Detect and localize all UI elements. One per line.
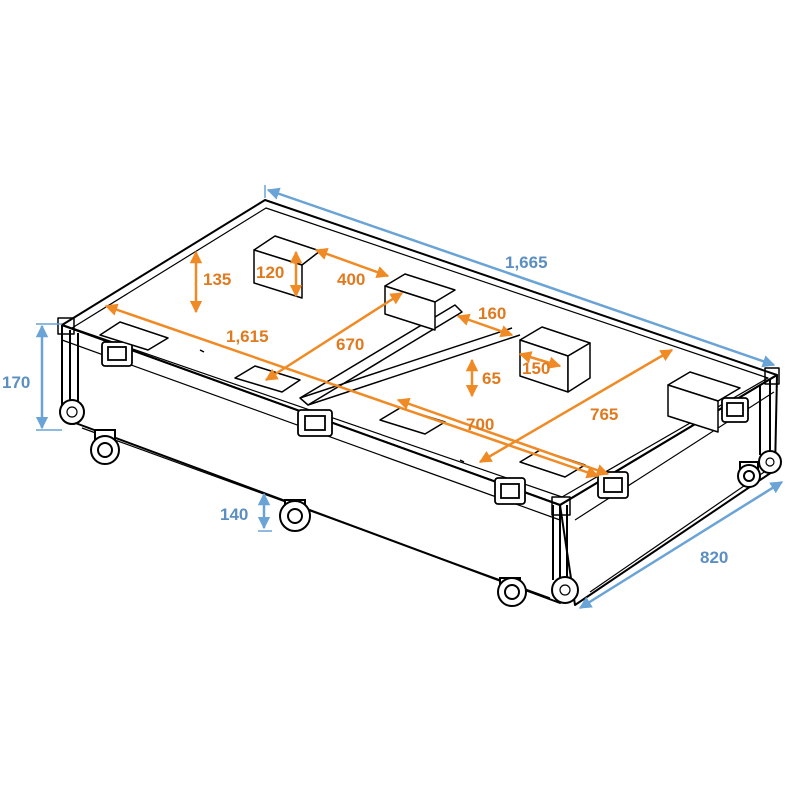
- label-left-depth: 670: [336, 335, 364, 354]
- outer-dimension-lines: [35, 185, 784, 610]
- dimension-line-right-length: [396, 397, 610, 477]
- dimension-line-inner-length: [104, 303, 600, 479]
- label-left-block-small-height: 120: [256, 263, 284, 282]
- ball-corner-back-right: [758, 450, 782, 474]
- latch: [721, 397, 749, 423]
- dimension-line-right-block-depth: [518, 351, 562, 369]
- dimension-line-width: [578, 480, 784, 610]
- label-left-block-height: 135: [203, 270, 231, 289]
- latch: [101, 341, 133, 367]
- label-right-depth: 765: [590, 405, 618, 424]
- label-left-block-width: 400: [337, 270, 365, 289]
- caster-wheel: [279, 499, 311, 532]
- latch: [494, 477, 526, 505]
- caster-wheel: [90, 429, 120, 465]
- dimension-line-right-block-width: [456, 313, 514, 338]
- label-inner-length: 1,615: [226, 327, 269, 346]
- label-length: 1,665: [505, 253, 548, 272]
- dimension-line-left-depth: [264, 291, 404, 382]
- caster-wheel: [737, 461, 761, 488]
- inner-dimension-lines: [104, 247, 674, 479]
- dimension-line-length: [266, 187, 776, 368]
- label-height: 170: [2, 373, 30, 392]
- caster-wheel: [497, 577, 527, 607]
- ball-corners: [59, 399, 782, 604]
- label-right-block-height: 65: [482, 369, 501, 388]
- inner-dimension-labels: 1,615 670 765 700 135 120 400 160 150 65: [203, 263, 618, 434]
- label-right-block-width: 160: [478, 304, 506, 323]
- label-clearance: 140: [220, 505, 248, 524]
- label-width: 820: [700, 548, 728, 567]
- ball-corner-front-right: [551, 576, 579, 604]
- label-right-block-depth: 150: [522, 359, 550, 378]
- latch: [597, 471, 629, 499]
- outer-dimension-labels: 1,665 820 170 140: [2, 253, 728, 567]
- foam-block-left-middle: [384, 273, 456, 331]
- handle: [297, 409, 333, 437]
- dimension-line-left-block-width: [314, 247, 390, 279]
- label-right-length: 700: [466, 415, 494, 434]
- ball-corner-front-left: [59, 399, 85, 425]
